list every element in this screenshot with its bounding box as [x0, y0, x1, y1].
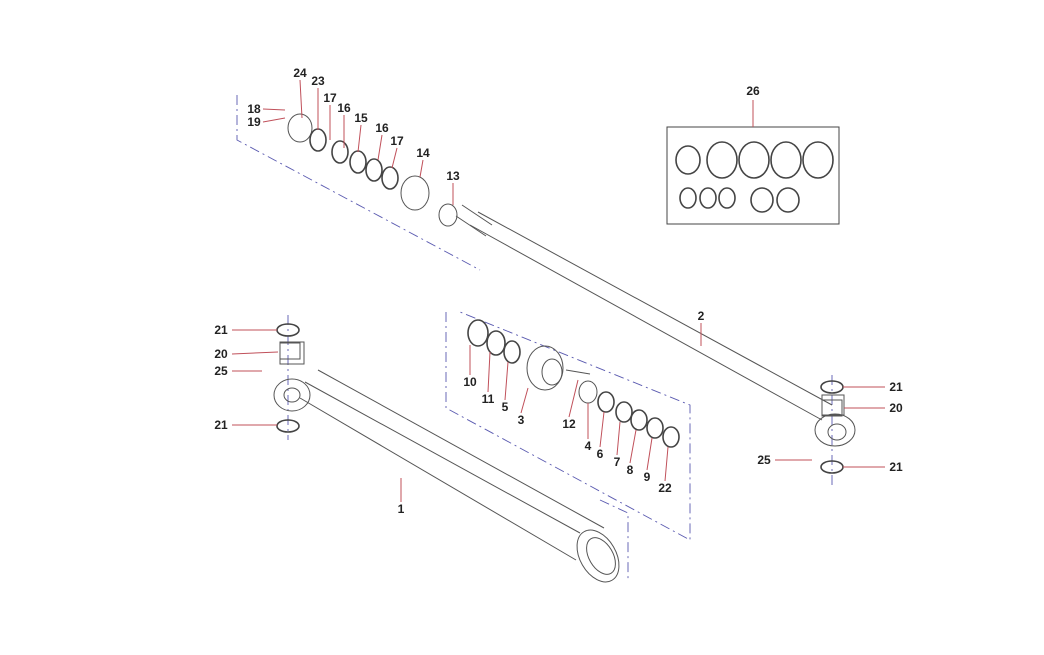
- piston-rod: [455, 204, 856, 447]
- label-14: 14: [416, 146, 430, 160]
- label-16: 16: [337, 101, 351, 115]
- label-22: 22: [658, 481, 672, 495]
- label-17: 17: [390, 134, 404, 148]
- label-6: 6: [597, 447, 604, 461]
- label-3: 3: [518, 413, 525, 427]
- cylinder-tube: [273, 341, 620, 583]
- label-20: 20: [214, 347, 228, 361]
- part-labels: 24 23 18 19 17 16 15 16 17 14 13 26 2 21…: [214, 66, 903, 516]
- rod-seals: [287, 113, 458, 227]
- label-8: 8: [627, 463, 634, 477]
- label-15: 15: [354, 111, 368, 125]
- label-21: 21: [889, 460, 903, 474]
- assembly-line-piston: [445, 311, 691, 541]
- leader-lines: [231, 79, 885, 502]
- label-13: 13: [446, 169, 460, 183]
- assembly-line-tube: [599, 499, 629, 580]
- label-25: 25: [757, 453, 771, 467]
- label-4: 4: [585, 439, 592, 453]
- label-24: 24: [293, 66, 307, 80]
- label-21: 21: [889, 380, 903, 394]
- label-20: 20: [889, 401, 903, 415]
- label-11: 11: [482, 392, 495, 406]
- label-26: 26: [746, 84, 760, 98]
- label-25: 25: [214, 364, 228, 378]
- label-23: 23: [311, 74, 325, 88]
- label-12: 12: [562, 417, 576, 431]
- label-1: 1: [398, 502, 405, 516]
- label-5: 5: [502, 400, 509, 414]
- label-19: 19: [247, 115, 261, 129]
- piston-parts: [467, 319, 680, 448]
- end-bushings: [276, 323, 844, 474]
- label-17: 17: [323, 91, 337, 105]
- label-9: 9: [644, 470, 651, 484]
- seal-kit: [666, 100, 840, 225]
- label-16: 16: [375, 121, 389, 135]
- label-7: 7: [614, 455, 621, 469]
- label-18: 18: [247, 102, 261, 116]
- label-10: 10: [463, 375, 477, 389]
- label-2: 2: [698, 309, 705, 323]
- label-21: 21: [214, 323, 228, 337]
- label-21: 21: [214, 418, 228, 432]
- assembly-line-rod: [236, 95, 481, 271]
